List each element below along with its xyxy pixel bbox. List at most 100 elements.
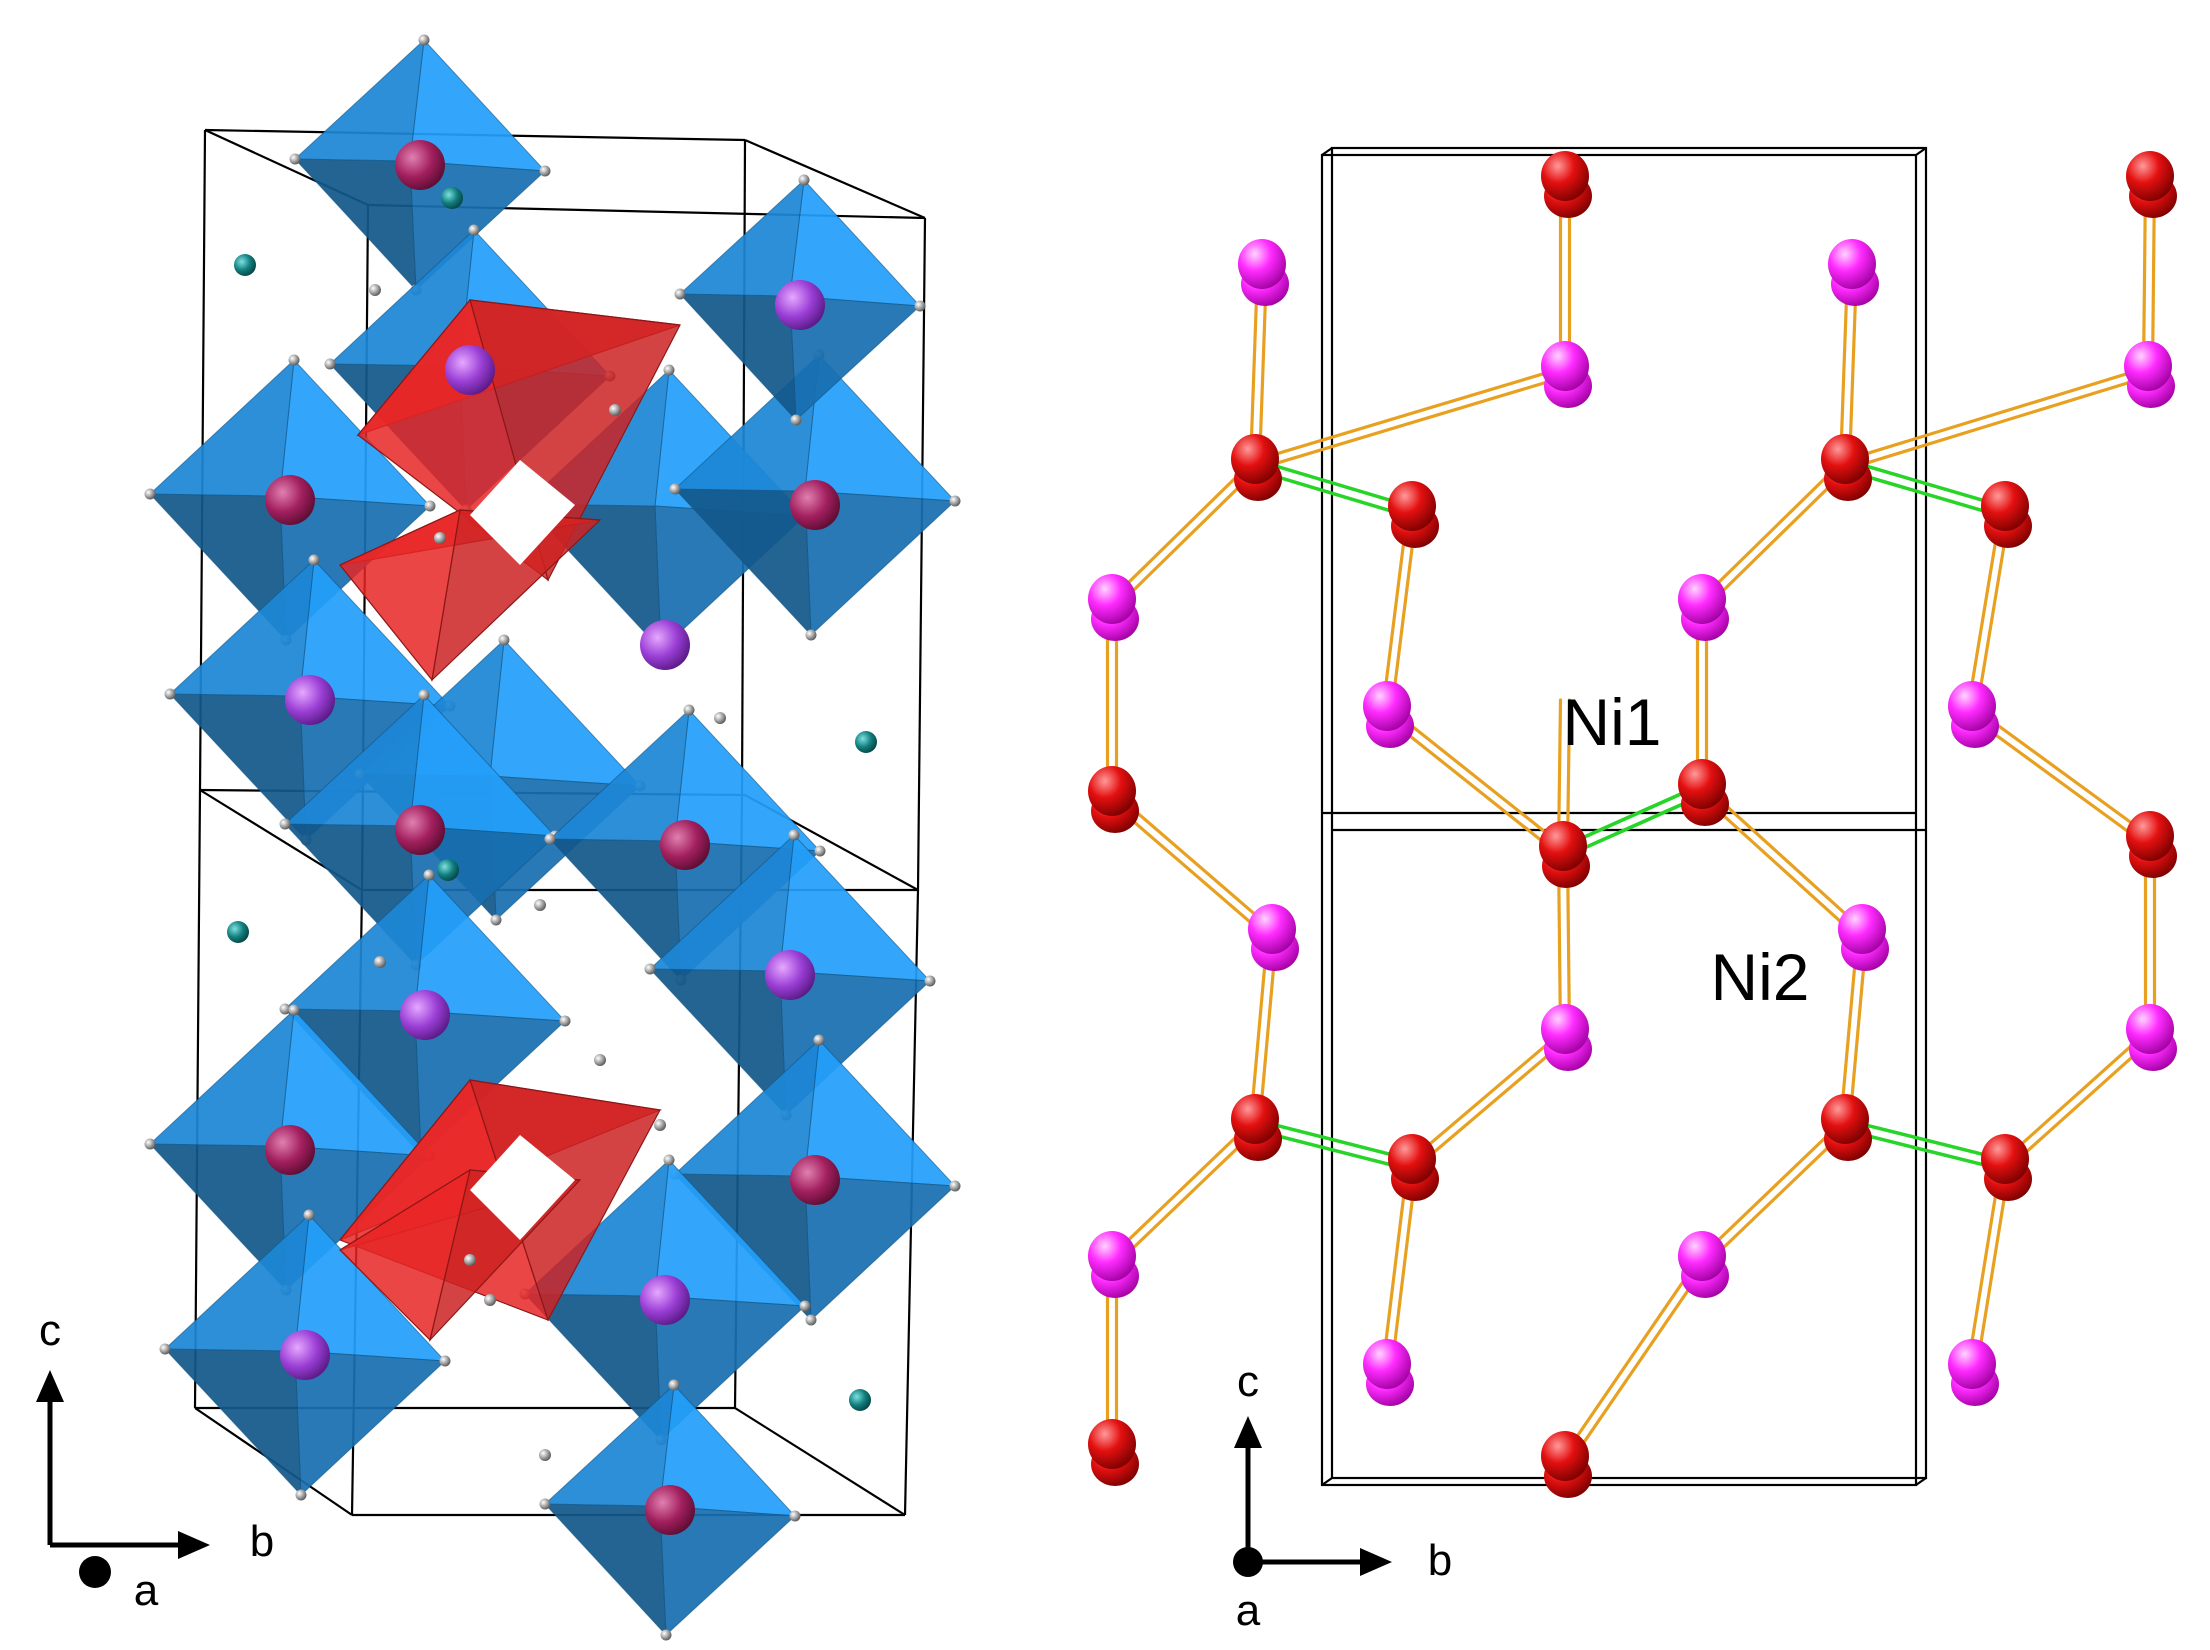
anion-atom [288,1004,300,1016]
anion-atom [295,1489,307,1501]
pink-atom-part [1363,681,1411,731]
ni-atom [1388,1134,1439,1201]
pink-atom [1948,681,1999,748]
cell-edge [1915,147,1927,156]
octahedron-face [283,873,430,1012]
long-bond-line [1559,1257,1700,1462]
anion-atom [663,1154,675,1166]
long-bond-line [1965,509,2003,713]
octahedron [543,1383,797,1637]
anion-atom [434,532,446,544]
anion-atom [484,1294,496,1306]
ni-atom-part [1981,481,2029,531]
pink-atom [1238,239,1289,306]
ni-atom [1821,1094,1872,1161]
pink-atom [1541,341,1592,408]
pink-atom [2124,341,2175,408]
ni-atom-part [1088,766,1136,816]
b-axis-label: b [250,1517,274,1566]
octahedron-face [168,693,307,842]
cell-edge [1915,1477,1927,1486]
octahedron-face [648,833,795,972]
teal-atom [441,187,463,209]
anion-atom [424,500,436,512]
ni-atom-part [1821,1094,1869,1144]
pink-atom-part [1828,239,1876,289]
coordination-polyhedra [144,34,961,1641]
long-bond-line [1697,460,1844,604]
c-axis-arrowhead [36,1370,64,1402]
teal-atom [855,731,877,753]
pink-atom [1678,1231,1729,1298]
short-bond-line [1844,458,2009,509]
octahedron [163,1213,447,1497]
octahedral-cation [640,1275,690,1325]
long-bond-line [1113,466,1260,610]
octahedron-face [168,558,315,697]
long-bond-line [1413,1036,1570,1171]
anion-atom [464,1254,476,1266]
ni-atom [1231,434,1282,501]
long-bond [1252,366,1568,471]
octahedron [148,1008,432,1292]
axis-triad-left: c b a [36,1306,274,1615]
c-axis-label: c [39,1306,61,1355]
octahedral-cation-dark [265,1125,315,1175]
ni-atom [1231,1094,1282,1161]
ni-atom-part [1541,151,1589,201]
pink-atom-part [1948,681,1996,731]
cell-edge [1321,147,1333,156]
ni-atom-part [1388,481,1436,531]
ni-atom-part [1231,1094,1279,1144]
long-bond [1107,460,1260,610]
tetrahedron-face [339,1168,471,1342]
octahedral-cation-dark [790,480,840,530]
cell-edge [1321,1477,1333,1486]
pink-atom-part [1248,904,1296,954]
anion-atom [288,354,300,366]
long-bond-line [2006,1036,2155,1170]
anion-atom [534,899,546,911]
left-panel-polyhedral-view: c b a [36,34,961,1641]
ni-atom [1539,821,1590,888]
anion-atom [683,704,695,716]
long-bond-line [1703,1126,1850,1267]
anion-atom [164,688,176,700]
pink-atom [1363,1339,1414,1406]
anion-atom [423,869,435,881]
b-axis-arrowhead [1360,1548,1392,1576]
long-bond-line [1252,366,1566,463]
anion-atom [559,1015,571,1027]
anion-atom [144,488,156,500]
anion-atom [609,404,621,416]
ni-atom [2126,811,2177,878]
void [470,460,575,565]
anion-atom [279,818,291,830]
anion-atom [418,689,430,701]
anion-atom [668,1379,680,1391]
teal-atom [849,1389,871,1411]
b-axis-label: b [1428,1536,1452,1585]
anion-atom [544,833,556,845]
anion-atom [660,1629,672,1641]
anion-atom [669,483,681,495]
anion-atom [418,34,430,46]
anion-atom [789,1510,801,1522]
ni-atom-part [1539,821,1587,871]
ni-atom-part [2126,811,2174,861]
cell-outline-back [1320,153,1918,1487]
long-bond-line [1965,1162,2003,1371]
cell-edge [193,789,202,1409]
anion-atom [814,845,826,857]
anion-atom [303,1209,315,1221]
pink-atom [1088,574,1139,641]
a-axis-dot [1233,1547,1263,1577]
octahedral-cation [775,280,825,330]
ni-atom [1541,151,1592,218]
pink-atom-part [1238,239,1286,289]
anion-atom [159,1343,171,1355]
octahedral-cation [640,620,690,670]
ni-atom [1678,759,1729,826]
long-bond-line [1380,1162,1410,1372]
